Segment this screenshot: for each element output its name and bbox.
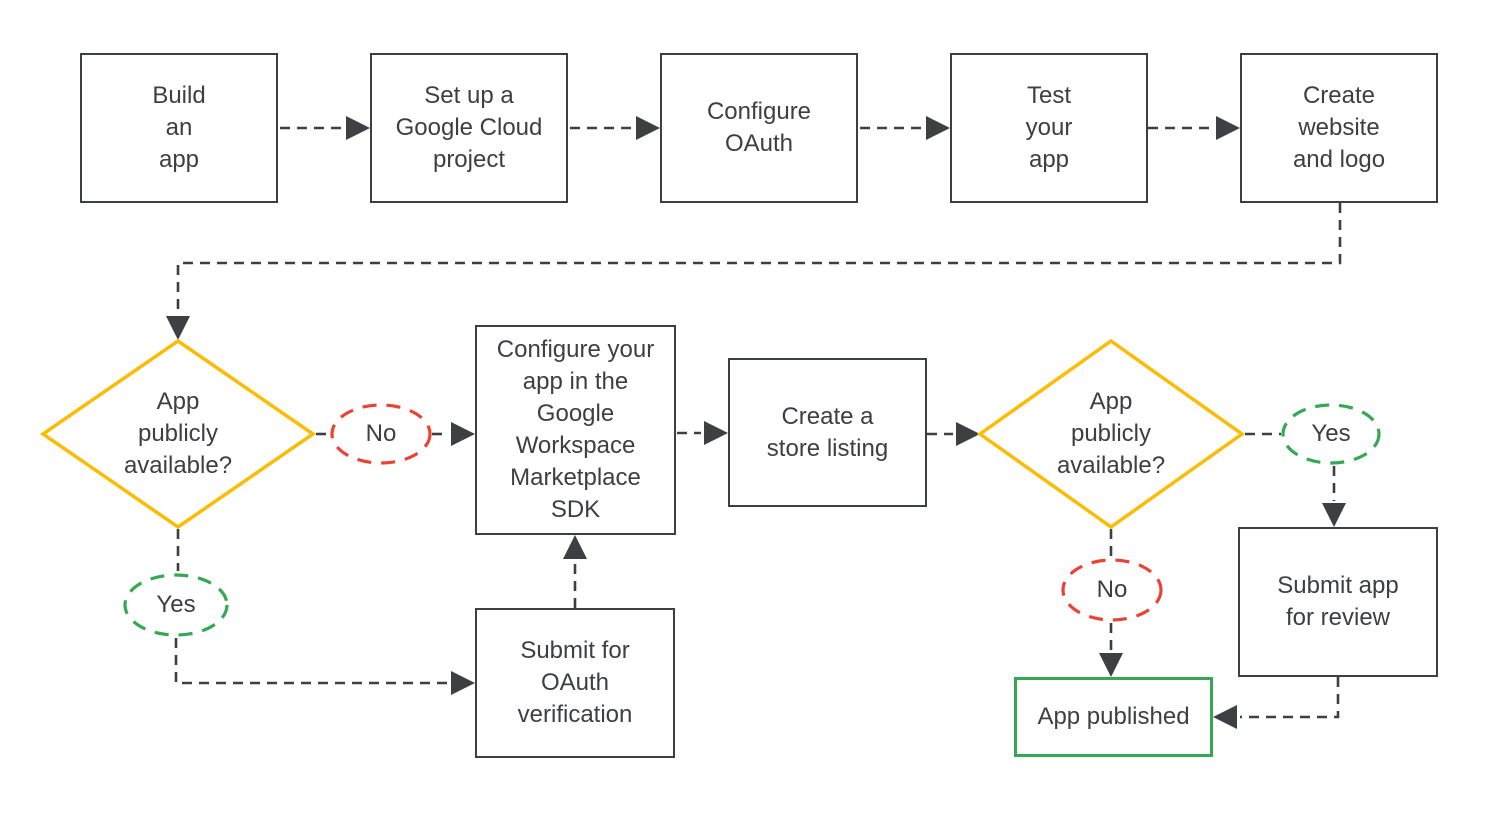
connector-website-to-decision1: [176, 203, 1342, 314]
arrowhead-build-to-cloud: [346, 116, 370, 140]
node-build-an-app: Build an app: [80, 53, 278, 203]
arrowhead-into-decision2: [956, 422, 980, 446]
connector-review-to-published: [1240, 677, 1340, 719]
yes-oval-2: [1281, 403, 1381, 465]
node-test-your-app: Test your app: [950, 53, 1148, 203]
decision2-label: App publicly available?: [1056, 388, 1166, 479]
node-setup-google-cloud-project: Set up a Google Cloud project: [370, 53, 568, 203]
yes-label-2: Yes: [1311, 420, 1351, 447]
arrowhead-cloud-to-oauth: [636, 116, 660, 140]
yes-oval-1: [123, 573, 229, 637]
node-app-published: App published: [1014, 677, 1213, 757]
yes-label-1: Yes: [156, 591, 196, 618]
decision1-diamond: [39, 338, 317, 530]
node-configure-marketplace-sdk: Configure your app in the Google Workspa…: [475, 325, 676, 535]
arrowhead-into-decision1: [166, 316, 190, 340]
no-label-1: No: [365, 420, 397, 447]
arrowhead-into-published-top: [1099, 653, 1123, 677]
arrowhead-into-submit-review: [1322, 503, 1346, 527]
arrowhead-test-to-website: [1216, 116, 1240, 140]
arrowhead-into-submit-oauth: [451, 671, 475, 695]
no-label-2: No: [1096, 576, 1128, 603]
node-submit-app-for-review: Submit app for review: [1238, 527, 1438, 677]
arrowhead-into-published-right: [1213, 705, 1237, 729]
node-configure-oauth: Configure OAuth: [660, 53, 858, 203]
node-create-website-and-logo: Create website and logo: [1240, 53, 1438, 203]
arrowhead-oauth-to-test: [926, 116, 950, 140]
decision2-diamond: [976, 338, 1246, 530]
arrowhead-into-configure-sdk: [451, 422, 475, 446]
arrowhead-into-store: [704, 421, 728, 445]
arrowhead-into-sdk-bottom: [563, 535, 587, 559]
node-submit-oauth-verification: Submit for OAuth verification: [475, 608, 675, 758]
no-oval-1: [330, 403, 432, 465]
node-create-store-listing: Create a store listing: [728, 358, 927, 507]
connector-yes1-to-submit-oauth: [174, 638, 448, 685]
no-oval-2: [1061, 558, 1163, 622]
decision1-label: App publicly available?: [123, 388, 233, 479]
